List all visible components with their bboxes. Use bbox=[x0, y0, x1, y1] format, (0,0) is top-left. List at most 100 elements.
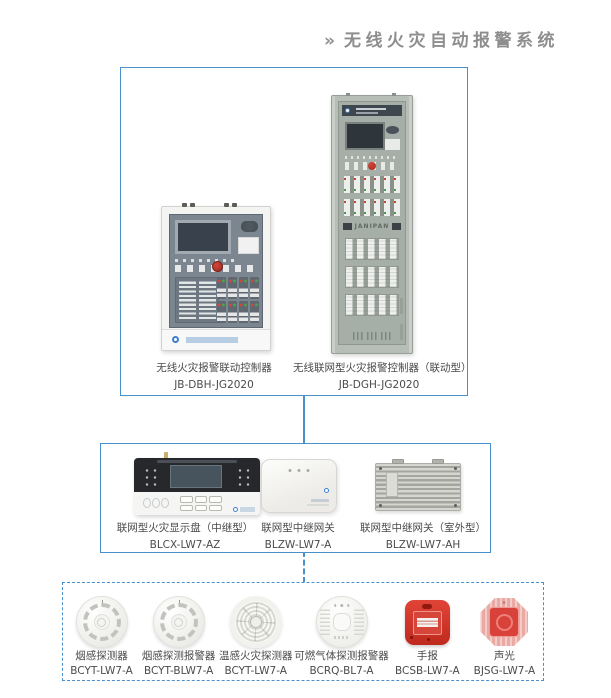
device-column-sounder-strobe: 声光 BJSG-LW7-A bbox=[466, 583, 543, 680]
vent-slot bbox=[367, 332, 377, 340]
controllers-group-box: JANIPAN 无线火灾报警联动控制器 JB-DBH-JG2020 无线联网型火… bbox=[120, 67, 472, 396]
side-label-bar bbox=[400, 298, 403, 314]
device-name: 联网型中继网关 bbox=[261, 522, 335, 534]
corner-screw bbox=[454, 467, 457, 470]
key-button bbox=[194, 496, 208, 503]
keypad bbox=[180, 496, 222, 511]
display-panel-upper bbox=[134, 458, 260, 492]
control-button-row bbox=[345, 162, 399, 170]
device-name: 温感火灾探测器 bbox=[218, 650, 293, 662]
control-module-cell bbox=[239, 301, 248, 323]
brand-text-bar bbox=[311, 499, 329, 502]
key-button bbox=[194, 504, 208, 511]
green-led-row bbox=[344, 212, 400, 214]
indicator-led-row bbox=[345, 156, 399, 159]
digit-display bbox=[143, 498, 169, 508]
device-name: 无线火灾报警联动控制器 bbox=[156, 362, 272, 374]
brand-strip bbox=[162, 329, 270, 350]
digit-ring bbox=[161, 498, 169, 508]
vent-ring bbox=[159, 603, 198, 641]
device-label: 联网型火灾显示盘（中继型） BLCX-LW7-AZ bbox=[105, 520, 265, 553]
hinge-knob bbox=[224, 203, 229, 207]
front-panel bbox=[169, 214, 263, 328]
side-vent bbox=[319, 609, 330, 635]
cabinet-front-panel: JANIPAN bbox=[338, 101, 406, 345]
device-image-relay-gateway bbox=[261, 459, 337, 513]
brand-logo-icon bbox=[233, 507, 238, 512]
brand-logo-icon bbox=[172, 336, 179, 343]
side-label-bar bbox=[400, 324, 403, 340]
device-image-smoke-alarm bbox=[152, 595, 205, 649]
red-led-row bbox=[344, 201, 400, 203]
terminal-strip-group bbox=[345, 238, 399, 260]
display-panel-lower bbox=[134, 492, 260, 515]
indicator-led-row bbox=[288, 469, 310, 472]
connector-middle-to-bottom bbox=[303, 551, 305, 583]
led-dot bbox=[340, 604, 343, 607]
strobe-center bbox=[489, 607, 520, 637]
chevrons-icon: » bbox=[324, 31, 335, 51]
smoke-detector-graphic bbox=[75, 596, 128, 648]
lcd-screen bbox=[345, 122, 385, 150]
vent-slot bbox=[353, 332, 363, 340]
loop-module-row bbox=[344, 176, 400, 193]
side-plate bbox=[386, 472, 398, 497]
band-end-cap bbox=[392, 223, 401, 230]
speaker-grille bbox=[241, 221, 258, 232]
red-led-row bbox=[344, 178, 400, 180]
led-dot bbox=[297, 469, 301, 472]
corner-screw bbox=[379, 467, 382, 470]
device-image-networked-controller-cabinet: JANIPAN bbox=[331, 93, 413, 354]
device-model: BCSB-LW7-A bbox=[394, 664, 460, 677]
device-label: 联网型中继网关 BLZW-LW7-A bbox=[238, 520, 358, 553]
digit-ring bbox=[143, 498, 151, 508]
key-button bbox=[209, 496, 222, 503]
terminal-strip-group bbox=[345, 294, 399, 316]
brand-text-bar bbox=[186, 337, 238, 343]
led-dot bbox=[409, 635, 413, 639]
led-dot bbox=[427, 637, 431, 641]
smoke-detector-graphic bbox=[152, 596, 205, 648]
brand-logo-icon bbox=[345, 108, 350, 113]
key-button bbox=[209, 504, 222, 511]
page-title: »无线火灾自动报警系统 bbox=[0, 26, 559, 51]
antenna bbox=[164, 452, 168, 459]
corner-screw bbox=[379, 504, 382, 507]
device-column-smoke-detector: 烟感探测器 BCYT-LW7-A bbox=[63, 583, 140, 680]
cabinet-screw bbox=[346, 93, 350, 96]
device-name: 联网型中继网关（室外型） bbox=[360, 522, 486, 534]
led-dot bbox=[288, 469, 292, 472]
vent-grille bbox=[353, 332, 391, 340]
cabinet-header bbox=[342, 105, 402, 116]
zone-led-column bbox=[199, 281, 216, 319]
device-model: BLZW-LW7-AH bbox=[385, 538, 461, 551]
device-model: BJSG-LW7-A bbox=[473, 664, 536, 677]
terminal-strip-group bbox=[345, 266, 399, 288]
device-column-heat-detector: 温感火灾探测器 BCYT-LW7-A bbox=[217, 583, 294, 680]
vent-slot bbox=[381, 332, 391, 340]
zone-led-column bbox=[179, 281, 196, 319]
instruction-label bbox=[416, 618, 438, 628]
brand-text-bar bbox=[307, 504, 329, 506]
loop-module-row bbox=[344, 199, 400, 216]
control-module-cell bbox=[228, 301, 237, 323]
key-button bbox=[180, 496, 193, 503]
device-model: BLCX-LW7-AZ bbox=[149, 538, 221, 551]
led-dot bbox=[346, 604, 350, 607]
control-module-grid bbox=[217, 277, 259, 323]
lcd-screen bbox=[170, 465, 222, 488]
side-vent bbox=[353, 609, 364, 635]
press-panel bbox=[412, 610, 442, 635]
brand-logo bbox=[307, 478, 329, 506]
device-name: 可燃气体探测报警器 bbox=[294, 650, 389, 662]
control-module-cell bbox=[217, 301, 226, 323]
bottom-slots bbox=[333, 636, 350, 639]
alignment-tick bbox=[101, 600, 104, 604]
key-button bbox=[180, 504, 193, 511]
mounting-tab bbox=[432, 459, 444, 464]
hinge-knob bbox=[182, 203, 187, 207]
digit-ring bbox=[152, 498, 160, 508]
device-label: 无线火灾报警联动控制器 JB-DBH-JG2020 bbox=[129, 360, 299, 393]
header-text-bar bbox=[356, 112, 378, 114]
